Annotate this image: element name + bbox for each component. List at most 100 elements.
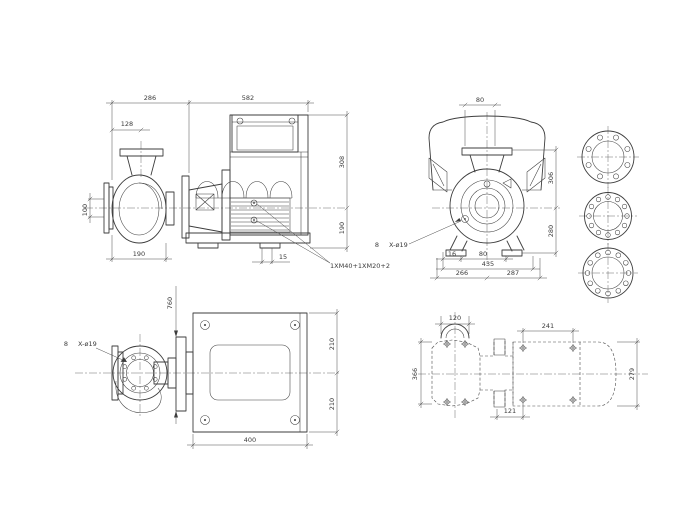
bolt-hole <box>614 229 621 236</box>
dim-plan-widths: 210 210 <box>309 309 340 436</box>
cable-gland-2 <box>250 216 258 224</box>
bolt-hole <box>624 213 630 219</box>
dim-pump-length: 286 <box>144 94 156 102</box>
bolt-hole <box>614 196 621 203</box>
svg-text:190: 190 <box>133 250 145 258</box>
volute-plan <box>112 345 168 414</box>
bolt-hole <box>621 203 628 210</box>
bolt-hole <box>605 249 611 256</box>
bolt-hole <box>586 213 592 219</box>
dim-front-top: 80 <box>459 96 501 146</box>
bolt-hole <box>623 260 629 266</box>
bolt-hole <box>595 252 601 258</box>
svg-text:100: 100 <box>81 204 89 216</box>
bolt-hole <box>587 260 593 266</box>
dim-plan-base: 400 <box>187 434 313 449</box>
side-view: 286 582 128 100 190 15 <box>81 94 390 270</box>
dim-plan-length: 760 <box>166 286 178 424</box>
bolt-hole <box>152 377 158 382</box>
suction-flange-side <box>103 182 114 234</box>
flange-bolt-hole <box>461 215 469 223</box>
flange-view-counter <box>578 243 638 303</box>
bolt-hole <box>605 194 611 200</box>
dim-front-heights: 306 280 <box>512 146 559 257</box>
bolt-hole <box>587 280 593 286</box>
svg-text:241: 241 <box>542 322 554 330</box>
svg-text:266: 266 <box>456 269 468 277</box>
bolt-hole <box>597 173 603 180</box>
footprint-view: 120 241 366 279 121 <box>411 312 648 420</box>
bolt-hole <box>131 355 136 361</box>
dim-port-width: 120 <box>435 314 475 334</box>
flange-views <box>577 126 639 303</box>
bearing-bracket <box>165 169 231 241</box>
motor-fins <box>229 197 291 233</box>
svg-text:760: 760 <box>166 297 174 309</box>
bolt-hole <box>152 364 158 369</box>
volute-side <box>111 174 167 244</box>
bolt-hole <box>624 162 631 168</box>
svg-text:366: 366 <box>411 368 419 380</box>
bolt-hole <box>595 196 602 203</box>
svg-text:190: 190 <box>338 222 346 234</box>
motor-front <box>428 115 546 193</box>
bolt-hole <box>584 270 591 276</box>
bolt-hole <box>597 134 603 141</box>
suction-flange-plan <box>111 345 124 401</box>
flange-view-discharge <box>577 126 639 188</box>
svg-text:279: 279 <box>628 368 636 380</box>
motor-side <box>195 114 309 236</box>
bolt-hole <box>595 288 601 294</box>
footprint-outline <box>431 338 617 408</box>
svg-text:306: 306 <box>547 172 555 184</box>
svg-text:287: 287 <box>507 269 519 277</box>
bolt-hole <box>605 232 611 238</box>
coupling-plan <box>153 336 194 412</box>
bolt-hole <box>131 385 136 391</box>
cable-note-text: 1XM40+1XM20+2 <box>330 262 390 270</box>
hole-spec-label-front: 8 X-ø19 <box>375 218 462 249</box>
dim-motor-length: 582 <box>242 94 254 102</box>
dim-top-lengths: 286 582 <box>106 94 314 180</box>
cable-entry-note: 1XM40+1XM20+2 <box>256 203 390 270</box>
bolt-hole <box>144 385 149 391</box>
svg-text:400: 400 <box>244 436 256 444</box>
dim-side-heights: 308 190 <box>308 111 350 252</box>
svg-text:435: 435 <box>482 260 494 268</box>
dim-port-offset: 128 <box>109 120 150 133</box>
bolt-hole <box>605 290 611 297</box>
hole-spec: X-ø19 <box>78 340 97 348</box>
svg-text:16: 16 <box>448 250 456 258</box>
flow-direction-marker <box>502 178 512 189</box>
dim-footprint-width: 366 <box>411 338 432 408</box>
dim-front-feet: 16 80 435 266 287 <box>430 250 547 281</box>
foundation-bolts <box>443 340 577 406</box>
svg-text:280: 280 <box>547 225 555 237</box>
bolt-hole <box>613 134 619 141</box>
svg-text:121: 121 <box>504 407 516 415</box>
bolt-hole <box>621 222 628 229</box>
front-view: 80 306 280 16 80 435 266 287 <box>375 96 560 281</box>
svg-text:80: 80 <box>476 96 484 104</box>
svg-text:15: 15 <box>279 253 287 261</box>
svg-text:210: 210 <box>328 338 336 350</box>
bolt-hole <box>585 146 592 152</box>
bolt-hole <box>625 270 632 276</box>
cable-gland-1 <box>250 199 258 207</box>
svg-text:120: 120 <box>449 314 461 322</box>
base-plate-plan <box>192 312 308 433</box>
discharge-flange-front <box>461 147 513 173</box>
dim-motor-width: 279 <box>617 338 640 410</box>
bolt-hole <box>615 252 621 258</box>
bolt-hole <box>588 222 595 229</box>
bolt-hole <box>585 162 592 168</box>
dim-foot-offset: 121 <box>490 404 530 420</box>
dim-foot-pad: 15 <box>252 248 290 265</box>
flange-view-suction <box>579 187 637 245</box>
bolt-hole <box>624 146 631 152</box>
dim-port-bore: 100 <box>81 193 104 223</box>
bolt-hole <box>588 203 595 210</box>
bolt-hole <box>595 229 602 236</box>
